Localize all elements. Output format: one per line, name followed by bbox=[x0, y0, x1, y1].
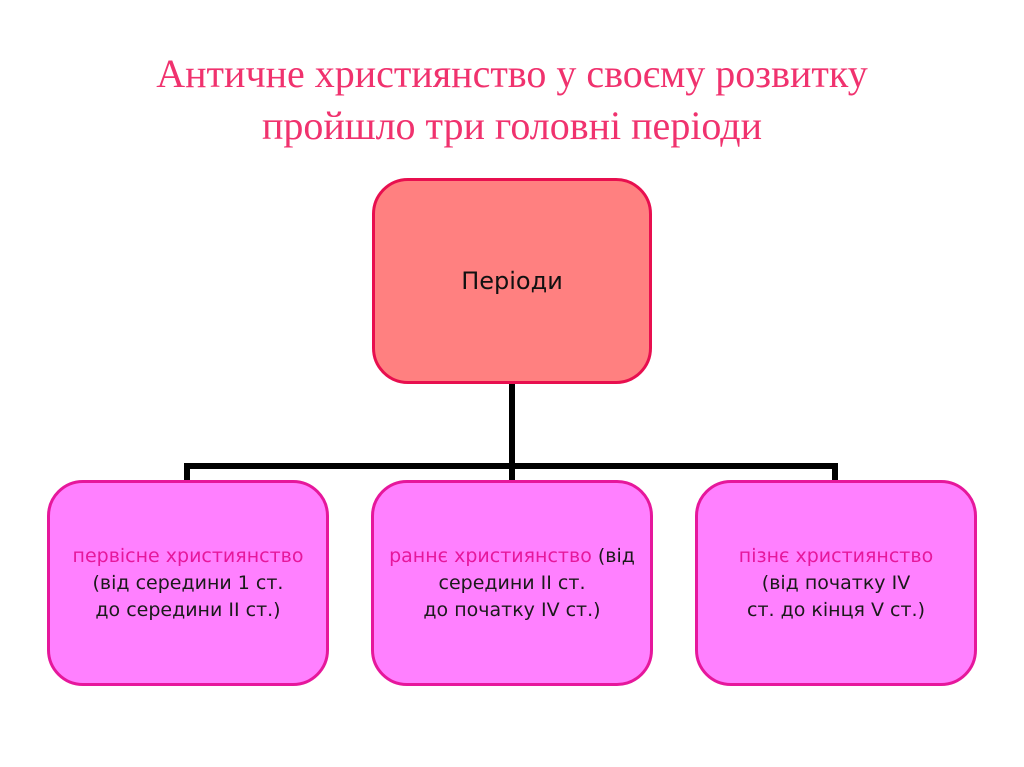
root-node-label: Періоди bbox=[461, 267, 563, 295]
child-node-period-name: раннє християнство bbox=[389, 544, 592, 567]
child-node-line-2: середини II ст. bbox=[438, 571, 586, 594]
child-node-primitive: первісне християнство (від середини 1 ст… bbox=[47, 480, 329, 686]
child-node-line-2: (від середини 1 ст. bbox=[92, 571, 284, 594]
child-node-period-name: первісне християнство bbox=[72, 544, 304, 567]
child-node-line-1: раннє християнство (від bbox=[389, 544, 635, 567]
root-node-periods: Періоди bbox=[372, 178, 652, 384]
slide-title-line-1: Античне християнство у своєму розвитку bbox=[156, 51, 868, 96]
child-node-line-3: до середини II ст.) bbox=[95, 598, 281, 621]
child-node-early: раннє християнство (від середини II ст. … bbox=[371, 480, 653, 686]
child-node-line-3: до початку IV ст.) bbox=[423, 598, 601, 621]
child-node-line-2: (від початку IV bbox=[761, 571, 911, 594]
child-node-line-1: первісне християнство bbox=[73, 543, 304, 570]
child-node-line-1: пізнє християнство bbox=[739, 543, 933, 570]
child-node-line-3: ст. до кінця V ст.) bbox=[747, 598, 925, 621]
slide-title-line-2: пройшло три головні періоди bbox=[261, 103, 763, 148]
child-node-late: пізнє християнство (від початку IV ст. д… bbox=[695, 480, 977, 686]
slide-title: Античне християнство у своєму розвитку п… bbox=[60, 48, 964, 152]
child-node-period-name: пізнє християнство bbox=[738, 544, 934, 567]
